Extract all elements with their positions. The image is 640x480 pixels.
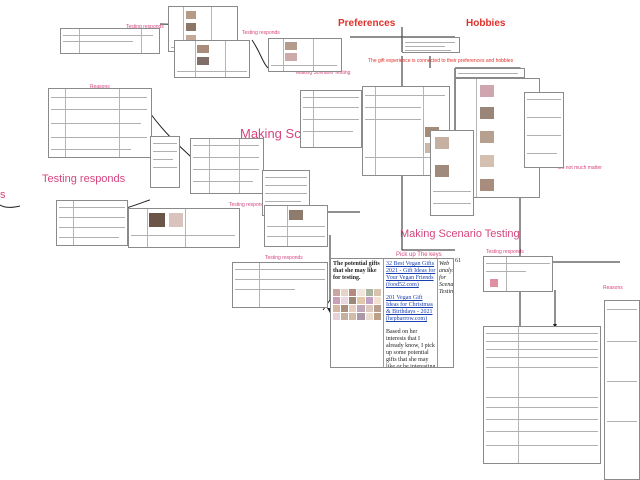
collage-tile — [373, 313, 381, 320]
collage-tile — [349, 305, 357, 312]
link-hepbarrow-text[interactable]: 201 Vegan Gift Ideas for Christmas & Bir… — [386, 295, 433, 322]
do-not-much-matter-label: Do not much matter — [558, 165, 602, 171]
making-scenario-label-small: Making Scenario Testing — [296, 70, 351, 76]
center-to-bottom — [401, 175, 455, 251]
root-subtitle: The gift experience is connected to thei… — [368, 58, 514, 64]
collage-tile — [365, 313, 373, 320]
collage-tile — [357, 305, 365, 312]
collage-tile — [341, 297, 349, 304]
collage-tile — [341, 289, 349, 296]
collage-tile — [341, 305, 349, 312]
link-food52-text[interactable]: 32 Best Vegan Gifts 2021 - Gift Ideas fo… — [386, 261, 436, 288]
reasons-label-b: Reasons — [603, 285, 623, 291]
link-food52[interactable]: 32 Best Vegan Gifts 2021 - Gift Ideas fo… — [386, 261, 436, 289]
testing-responds-label-e: Testing responds — [486, 249, 524, 255]
collage-tile — [365, 305, 373, 312]
gift-collage-image — [333, 289, 381, 320]
collage-tile — [333, 313, 341, 320]
collage-tile — [349, 297, 357, 304]
collage-tile — [349, 289, 357, 296]
right-header-card[interactable] — [455, 68, 525, 78]
collage-tile — [333, 297, 341, 304]
testing-responds-label-a: Testing responds — [126, 24, 164, 30]
right-gift-list-card-2[interactable] — [524, 92, 564, 168]
scenario-card-with-photo[interactable] — [264, 205, 328, 247]
link-hepbarrow[interactable]: 201 Vegan Gift Ideas for Christmas & Bir… — [386, 295, 436, 323]
hobbies-label: Hobbies — [466, 18, 506, 29]
left-edge-fragment: s — [0, 189, 6, 201]
testing-responds-label-big: Testing responds — [42, 173, 126, 185]
testing-responds-label-b: Testing responds — [242, 30, 280, 36]
collage-tile — [357, 313, 365, 320]
left-connector-2 — [251, 39, 269, 69]
collage-tile — [373, 305, 381, 312]
method-label: Web analysis for Scenario Testing — [439, 261, 454, 295]
collage-tile — [373, 297, 381, 304]
collage-tile — [333, 305, 341, 312]
collage-tile — [349, 313, 357, 320]
collage-tile — [365, 289, 373, 296]
response-card-top-left[interactable] — [60, 28, 160, 54]
potential-gifts-caption: The potential gifts that she may like fo… — [333, 261, 380, 281]
reasons-card-small[interactable] — [150, 136, 180, 188]
testing-responds-label-c: Testing responds — [229, 202, 267, 208]
testing-responds-card-right-top[interactable] — [483, 256, 553, 292]
scenario-card-middle-left[interactable] — [190, 138, 264, 194]
preferences-label: Preferences — [338, 18, 396, 29]
scenario-card-center[interactable] — [300, 90, 362, 148]
reasons-card-right[interactable] — [483, 326, 601, 464]
collage-tile — [341, 313, 349, 320]
reasons-label-a: Reasons — [90, 84, 110, 90]
left-connector-5 — [125, 199, 151, 209]
potential-gifts-source-card[interactable]: The potential gifts that she may like fo… — [330, 258, 454, 368]
left-curve-arc — [0, 204, 21, 208]
scenario-card-top-3[interactable] — [268, 38, 342, 72]
source-body-text: Based on her interests that I already kn… — [386, 329, 436, 368]
collage-tile — [365, 297, 373, 304]
testing-responds-card-left[interactable] — [56, 200, 128, 246]
testing-responds-card-bottom[interactable] — [232, 262, 328, 308]
reasons-card-left[interactable] — [48, 88, 152, 158]
testing-responds-card-photos[interactable] — [128, 208, 240, 248]
scenario-card-top-2[interactable] — [174, 40, 250, 78]
root-node-card[interactable] — [402, 37, 460, 53]
collage-tile — [373, 289, 381, 296]
reasons-card-far-right[interactable] — [604, 300, 640, 480]
testing-responds-label-d: Testing responds — [265, 255, 303, 261]
collage-tile — [357, 289, 365, 296]
making-scenario-label-2: Making Scenario Testing — [400, 228, 520, 240]
source-index: 61 — [455, 258, 461, 264]
pick-up-keys-label: Pick up The keys — [396, 252, 442, 258]
collage-tile — [333, 289, 341, 296]
collage-tile — [357, 297, 365, 304]
right-middle-card[interactable] — [430, 130, 474, 216]
